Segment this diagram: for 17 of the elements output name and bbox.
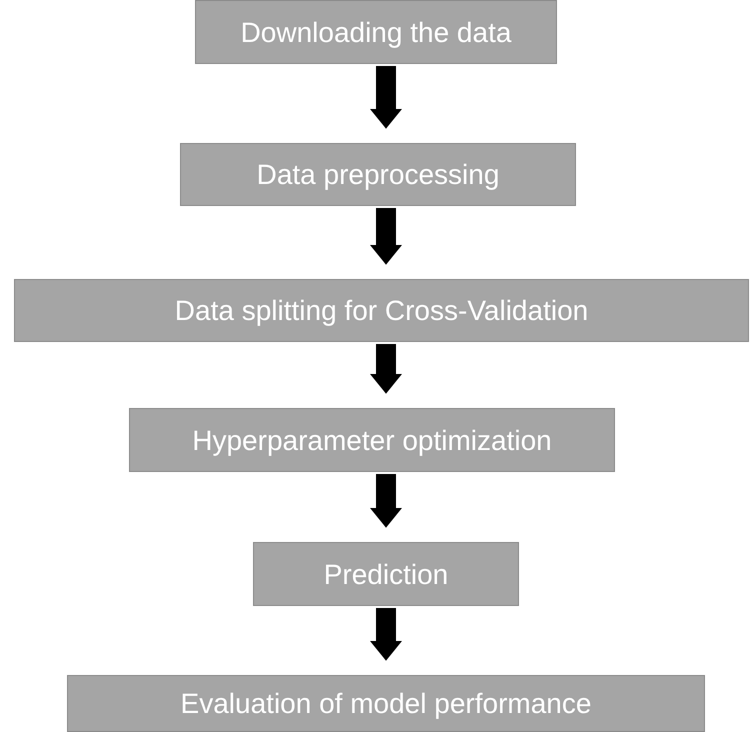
arrow [370,208,402,265]
process-box [67,675,705,732]
step-label: Data preprocessing [256,158,500,192]
step-label: Data splitting for Cross-Validation [174,294,588,328]
step-label: Hyperparameter optimization [192,424,552,458]
process-box [129,408,615,472]
step-label: Downloading the data [240,16,512,50]
arrow [370,66,402,129]
arrow [370,344,402,394]
step-label: Prediction [324,558,448,592]
process-box [253,542,519,606]
arrow [370,474,402,528]
process-box [14,279,749,342]
step-label: Evaluation of model performance [180,687,592,721]
process-box [180,143,576,206]
process-box [195,0,557,64]
arrow [370,608,402,661]
